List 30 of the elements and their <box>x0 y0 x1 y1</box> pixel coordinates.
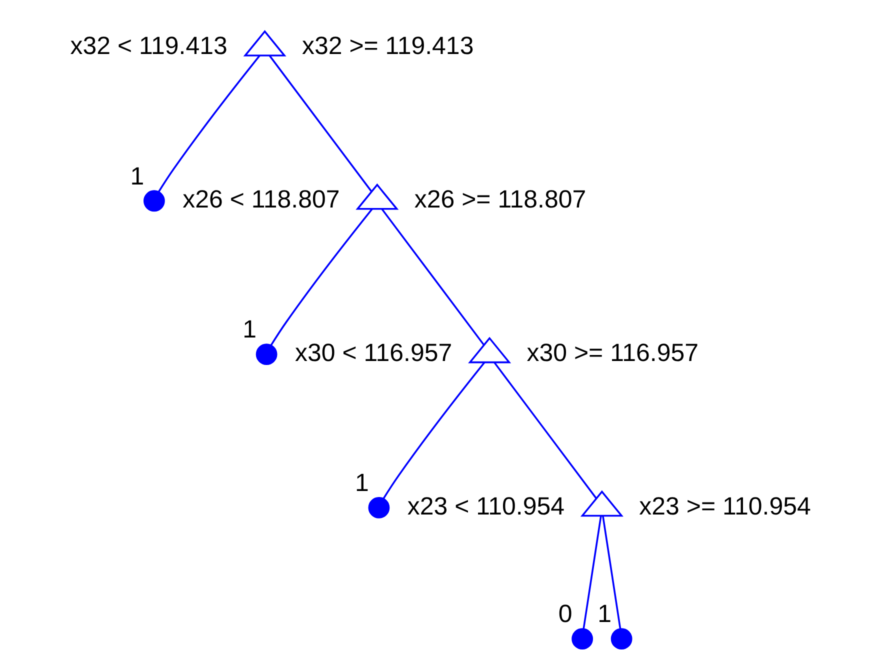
node-label: x26 >= 118.807 <box>414 185 586 214</box>
node-triangle <box>580 490 624 517</box>
connector <box>494 362 597 499</box>
node-circle <box>143 190 165 212</box>
connector <box>381 208 485 346</box>
connector <box>602 516 622 629</box>
node-label: x30 < 116.957 <box>295 338 452 367</box>
node-label: x26 < 118.807 <box>182 185 340 214</box>
connector <box>270 208 373 346</box>
node-label: x32 < 119.413 <box>70 32 228 60</box>
node-circle <box>610 628 632 650</box>
node-triangle <box>243 30 286 56</box>
node-label: x30 >= 116.957 <box>526 338 698 367</box>
node-triangle <box>356 183 399 210</box>
node-label: x23 >= 110.954 <box>639 492 811 520</box>
node-label: 1 <box>130 162 144 190</box>
node-circle <box>572 628 594 650</box>
node-label: 1 <box>242 316 257 344</box>
connector <box>158 55 260 192</box>
connector <box>582 516 602 629</box>
node-label: 0 <box>558 600 572 628</box>
node-label: 1 <box>355 469 369 498</box>
node-label: x23 < 110.954 <box>407 492 565 520</box>
connector <box>268 55 372 192</box>
node-label: x32 >= 119.413 <box>302 32 474 60</box>
node-triangle <box>468 336 512 364</box>
connector <box>382 362 486 500</box>
node-label: 1 <box>598 600 612 628</box>
node-circle <box>256 344 278 365</box>
node-circle <box>368 497 390 518</box>
